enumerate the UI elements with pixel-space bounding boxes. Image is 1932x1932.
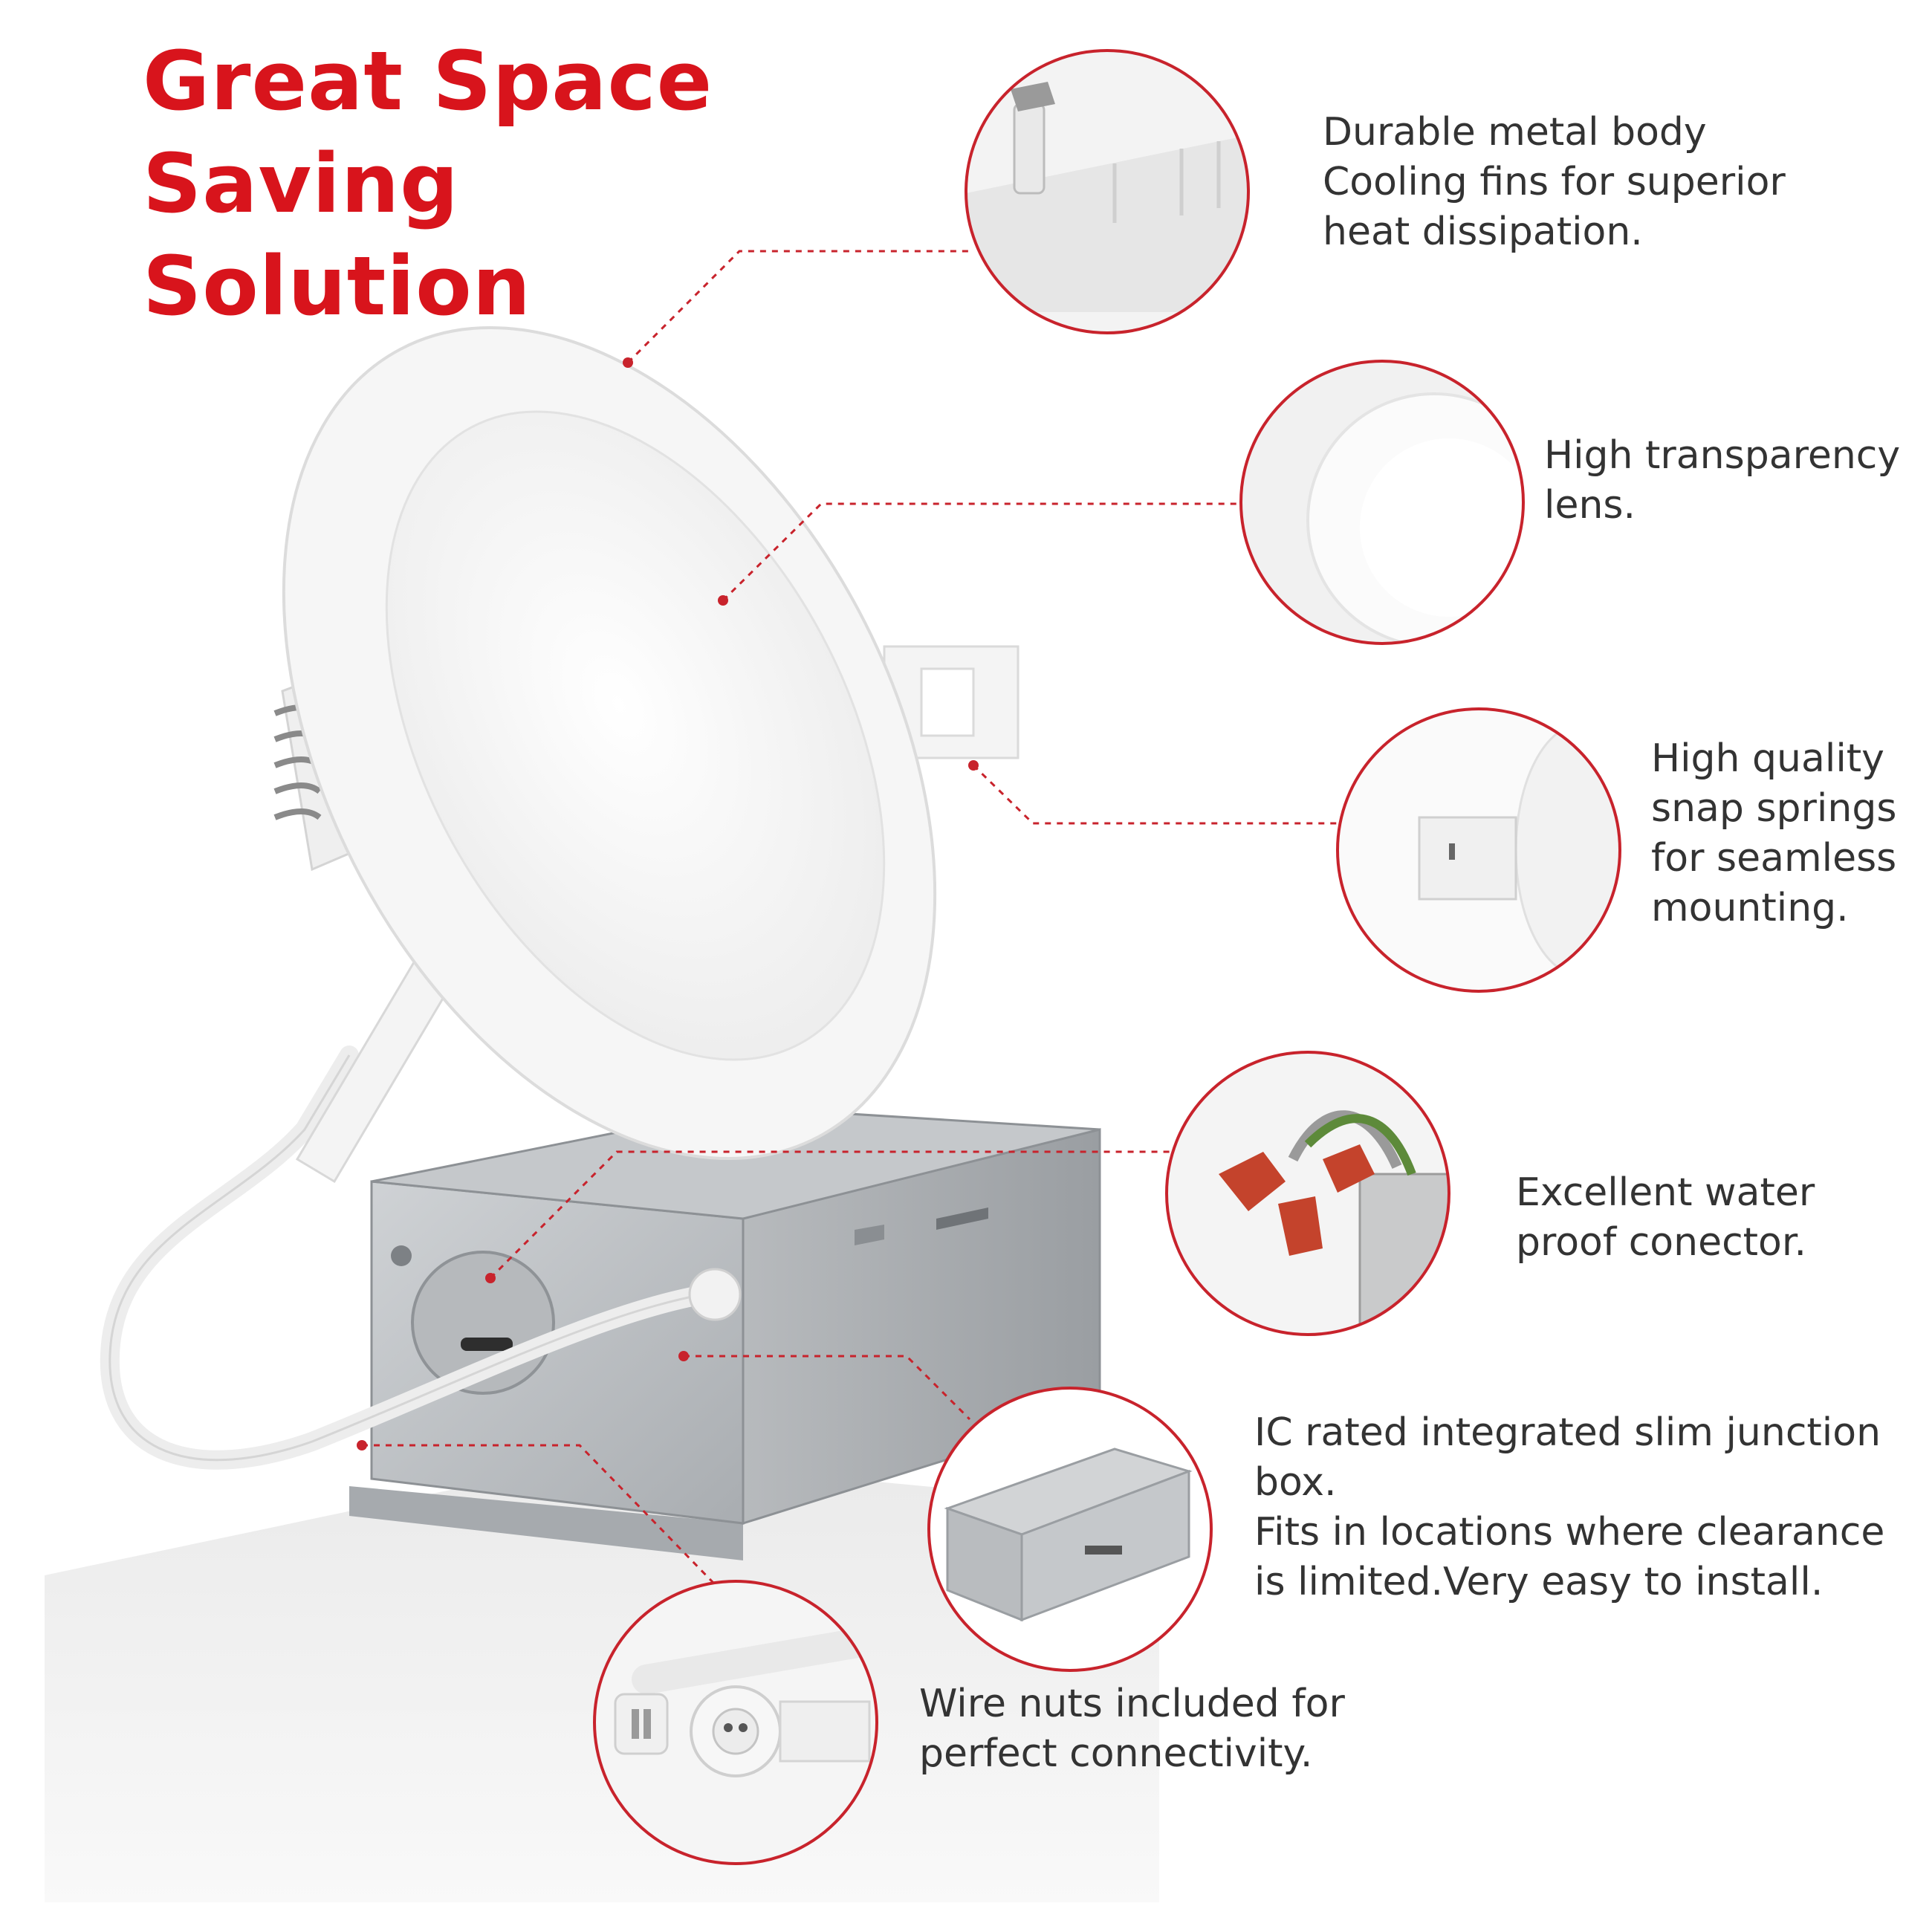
feature-line: lens. (1544, 483, 1636, 528)
feature-junction-box: IC rated integrated slim junction box. F… (1254, 1408, 1884, 1607)
detail-junction-box (927, 1387, 1213, 1672)
feature-waterproof-connector: Excellent water proof conector. (1516, 1168, 1815, 1268)
feature-lens: High transparency lens. (1544, 431, 1900, 531)
feature-line: mounting. (1651, 886, 1849, 930)
feature-line: is limited.Very easy to install. (1254, 1560, 1824, 1604)
feature-metal-body: Durable metal body Cooling fins for supe… (1323, 108, 1786, 257)
feature-line: Durable metal body (1323, 110, 1707, 155)
detail-metal-body (965, 49, 1250, 334)
feature-line: IC rated integrated slim junction (1254, 1410, 1881, 1455)
feature-wire-nuts: Wire nuts included for perfect connectiv… (919, 1679, 1345, 1779)
feature-line: snap springs (1651, 786, 1897, 831)
detail-wire-nuts (593, 1580, 878, 1865)
feature-line: proof conector. (1516, 1220, 1806, 1265)
feature-line: heat dissipation. (1323, 210, 1643, 254)
feature-line: Excellent water (1516, 1170, 1815, 1215)
leader-dots (357, 357, 979, 1450)
detail-lens (1239, 360, 1525, 645)
cable-illustration (100, 956, 742, 1470)
feature-line: Fits in locations where clearance (1254, 1510, 1885, 1555)
feature-line: box. (1254, 1460, 1337, 1505)
downlight-illustration (273, 326, 1020, 1160)
leader-lines (362, 250, 1341, 1584)
feature-line: for seamless (1651, 836, 1897, 881)
headline: Great Space Saving Solution (143, 30, 713, 337)
feature-line: High quality (1651, 736, 1884, 781)
detail-snap-springs (1336, 707, 1621, 993)
feature-line: Cooling fins for superior (1323, 160, 1786, 204)
headline-line: Saving (143, 136, 459, 231)
detail-waterproof-connector (1165, 1051, 1450, 1336)
headline-line: Great Space (143, 33, 713, 129)
feature-snap-springs: High quality snap springs for seamless m… (1651, 734, 1896, 933)
feature-line: High transparency (1544, 433, 1901, 478)
feature-line: perfect connectivity. (919, 1731, 1313, 1776)
headline-line: Solution (143, 239, 531, 334)
feature-line: Wire nuts included for (919, 1682, 1345, 1726)
